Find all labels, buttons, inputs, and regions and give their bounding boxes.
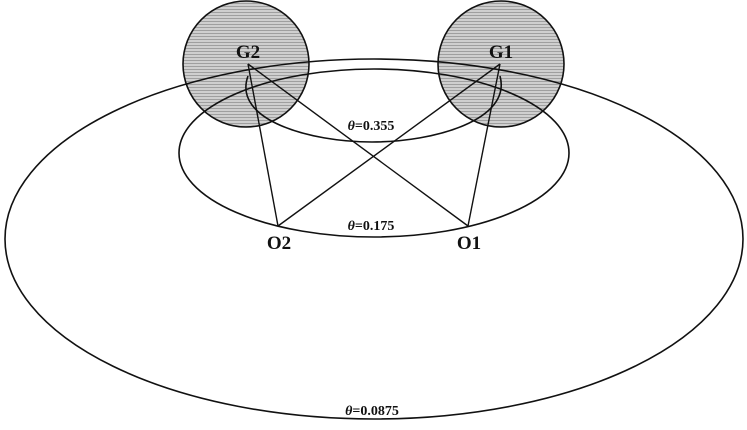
o2-label: O2 bbox=[267, 233, 291, 254]
o1-label: O1 bbox=[457, 233, 481, 254]
g2-label: G2 bbox=[236, 42, 260, 63]
edge-g2-o2 bbox=[247, 63, 279, 227]
g1-cluster-circle bbox=[437, 0, 565, 128]
theta-label-0-175: θ=0.175 bbox=[348, 219, 395, 234]
edge-g1-o2 bbox=[277, 63, 501, 227]
theta-label-0-0875: θ=0.0875 bbox=[345, 404, 399, 419]
g2-cluster-circle bbox=[182, 0, 310, 128]
outer-ellipse-theta-0-0875 bbox=[4, 58, 744, 420]
middle-ellipse-theta-0-175 bbox=[178, 68, 570, 238]
g1-label: G1 bbox=[489, 42, 513, 63]
edge-g1-o1 bbox=[467, 63, 501, 227]
edge-g2-o1 bbox=[247, 63, 469, 227]
theta-label-0-355: θ=0.355 bbox=[348, 119, 395, 134]
